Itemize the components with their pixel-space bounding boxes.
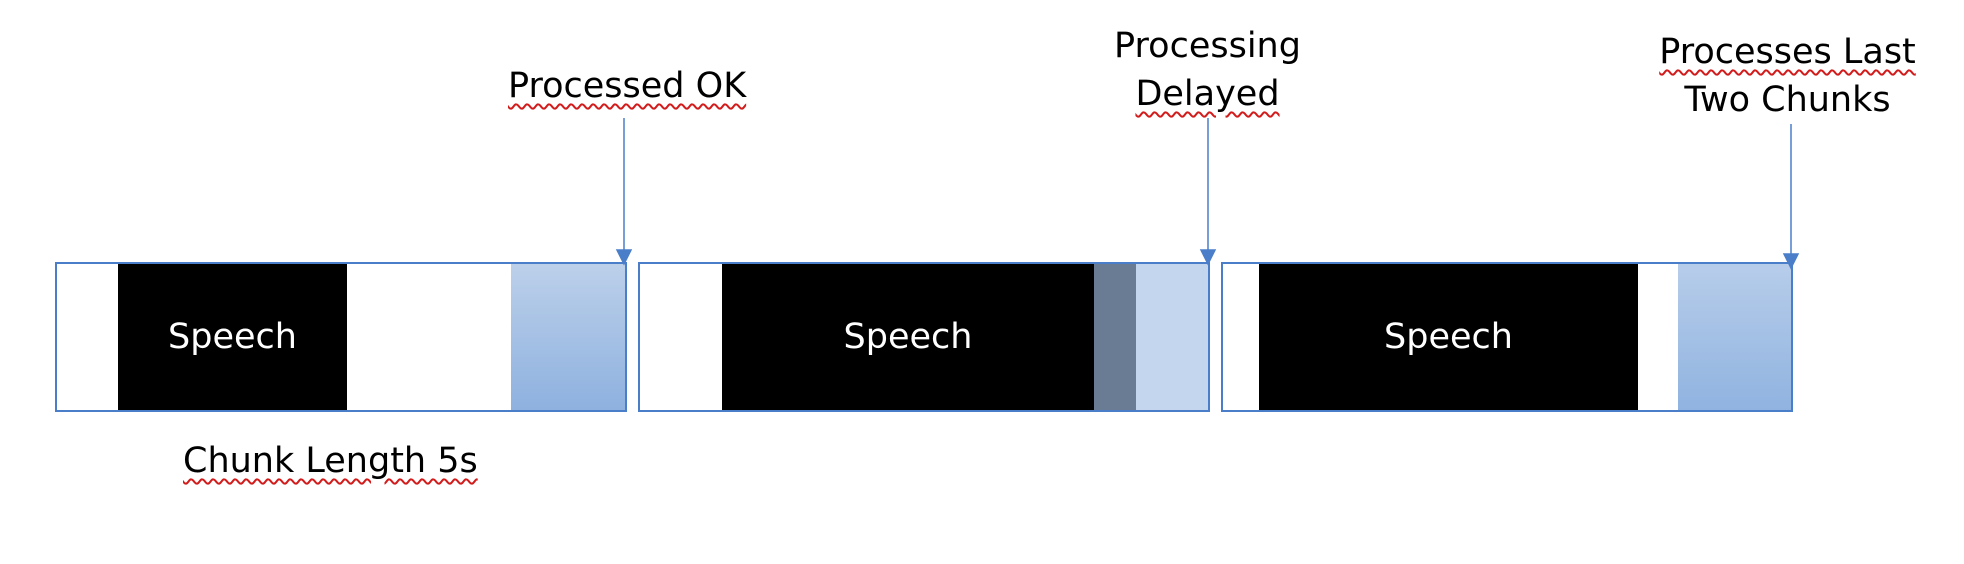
label-processes-line2: Two Chunks bbox=[1684, 80, 1891, 120]
speech-label-2: Speech bbox=[843, 317, 973, 357]
processing-segment-1 bbox=[511, 264, 625, 410]
speech-segment-1: Speech bbox=[118, 264, 347, 410]
delay-segment-2 bbox=[1094, 264, 1136, 410]
chunk-2: Speech bbox=[638, 262, 1210, 412]
speech-segment-2: Speech bbox=[722, 264, 1094, 410]
speech-segment-3: Speech bbox=[1259, 264, 1638, 410]
label-chunk-length: Chunk Length 5s bbox=[183, 437, 478, 485]
processing-segment-3 bbox=[1678, 264, 1791, 410]
label-processing-line1: Processing bbox=[1114, 26, 1301, 66]
processing-segment-2 bbox=[1136, 264, 1208, 410]
chunk-3: Speech bbox=[1221, 262, 1793, 412]
label-processing-line2: Delayed bbox=[1135, 74, 1280, 114]
label-processed-ok: Processed OK bbox=[508, 62, 746, 110]
chunk-1: Speech bbox=[55, 262, 627, 412]
label-chunk-length-text: Chunk Length 5s bbox=[183, 441, 478, 481]
speech-label-1: Speech bbox=[168, 317, 297, 357]
speech-label-3: Speech bbox=[1384, 317, 1513, 357]
label-processed-word: Processed OK bbox=[508, 66, 747, 106]
label-processing-delayed: Processing Delayed bbox=[1105, 22, 1310, 118]
label-processes-last: Processes Last Two Chunks bbox=[1655, 28, 1920, 124]
label-processes-line1: Processes Last bbox=[1659, 32, 1916, 72]
